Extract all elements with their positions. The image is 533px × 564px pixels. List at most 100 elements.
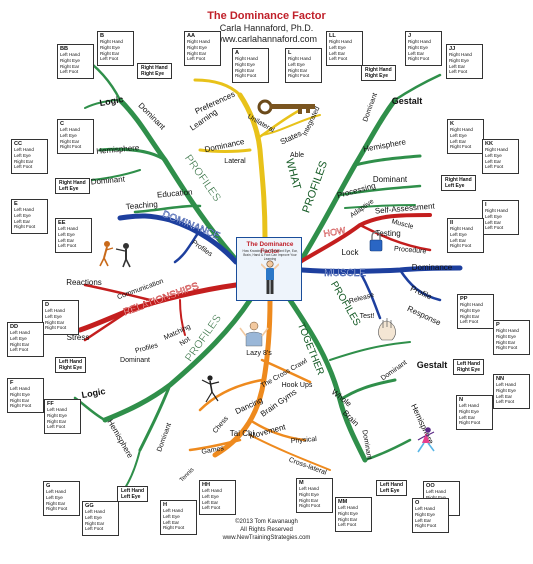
branch-logic-sub [84, 99, 121, 109]
profile-line: Left Hand [45, 308, 65, 314]
label-hook-ups: Hook Ups [282, 382, 313, 389]
profile-line: Left Foot [47, 424, 66, 430]
hand-eye-line: Right Eye [457, 367, 481, 374]
branch-integrated [261, 114, 321, 136]
profile-line: Left Ear [450, 138, 467, 144]
profile-line: Right Eye [47, 413, 67, 418]
profile-code: D [45, 302, 50, 308]
label-dominant: Dominant [156, 422, 173, 453]
profile-line: Left Eye [485, 214, 502, 219]
profile-line: Right Foot [408, 56, 430, 62]
profile-line: Left Eye [450, 232, 467, 237]
branch-how [298, 213, 432, 264]
profile-line: Right Foot [14, 224, 36, 230]
profile-line: Right Eye [100, 45, 120, 50]
profile-line: Left Hand [46, 489, 66, 495]
profile-line: Left Hand [415, 506, 435, 512]
profile-code: C [60, 121, 65, 127]
branch-hemisphere-bottom-left [138, 383, 172, 452]
label-dominant: Dominant [90, 174, 126, 186]
label-dominance: Dominance [412, 263, 453, 272]
profile-code: II [450, 220, 454, 226]
profile-line: Right Hand [187, 39, 210, 45]
profile-code: P [496, 322, 500, 328]
branch-cross-lateral [249, 434, 331, 471]
hand-eye-line: Right Eye [365, 73, 389, 80]
profile-code: HH [202, 482, 211, 488]
branch-profile-muscle [398, 268, 442, 302]
profile-line: Left Foot [485, 225, 504, 231]
profile-line: Left Eye [329, 45, 346, 50]
hand-eye-line: Right Hand [141, 65, 168, 71]
profile-line: Left Hand [10, 386, 30, 392]
branch-dancing [198, 378, 264, 412]
profile-code: OO [426, 483, 435, 489]
profile-line: Right Foot [60, 144, 82, 150]
profile-line: Left Foot [187, 56, 206, 62]
profile-line: Right Ear [10, 341, 30, 347]
profile-line: Right Hand [485, 147, 508, 153]
profile-line: Left Hand [14, 207, 34, 213]
profile-code: LL [329, 33, 336, 39]
profile-code: N [459, 397, 464, 403]
profile-line: Left Hand [426, 489, 446, 495]
profile-line: Left Eye [45, 314, 62, 319]
label-gestalt: Gestalt [417, 360, 448, 370]
profile-line: Right Foot [45, 325, 67, 331]
branch-dominant-left [91, 169, 141, 181]
author-name: Carla Hannaford, Ph.D. [219, 23, 314, 33]
profile-code: BB [60, 46, 69, 52]
profile-line: Left Foot [329, 56, 348, 62]
profile-line: Right Eye [299, 492, 319, 497]
label-profiles: PROFILES [300, 159, 330, 214]
branch-procedure [358, 223, 432, 252]
profile-line: Right Ear [338, 516, 358, 522]
profile-line: Left Ear [329, 50, 346, 56]
hand-eye-line: Right Eye [59, 365, 83, 372]
profile-line: Right Foot [10, 403, 32, 409]
hand-eye-line: Right Eye [141, 71, 165, 78]
branch-release [358, 270, 382, 320]
branch-matching [179, 299, 186, 336]
profile-code: MM [338, 499, 348, 505]
padlock-icon [369, 231, 383, 252]
profile-code: A [235, 50, 240, 56]
profile-line: Left Eye [450, 133, 467, 138]
profile-line: Left Ear [496, 393, 513, 399]
branch-dominance [117, 213, 239, 265]
label-dominant: Dominant [362, 92, 379, 123]
profile-line: Right Eye [60, 58, 80, 63]
branch-top-left-profiles [117, 97, 241, 265]
profile-line: Right Ear [460, 313, 480, 319]
center-title: The Dominance Factor [246, 241, 294, 255]
profile-line: Right Eye [338, 511, 358, 516]
label-testing: Testing [375, 229, 400, 238]
profile-line: Left Hand [202, 488, 222, 494]
profile-line: Right Eye [449, 58, 469, 63]
profile-code: B [100, 33, 105, 39]
profile-code: FF [47, 401, 54, 407]
runner-icon [417, 427, 435, 453]
label-test: Test! [360, 313, 375, 320]
profile-line: Right Ear [45, 319, 65, 325]
profile-line: Left Foot [100, 56, 119, 62]
label-education: Education [157, 187, 193, 199]
label-brain-gyms: Brain Gyms [259, 387, 298, 418]
branch-self-assessment [344, 204, 416, 209]
label-lazy-eights: Lazy 8's [246, 350, 272, 357]
branch-hemisphere-top-left [98, 147, 167, 162]
profile-line: Right Hand [496, 328, 519, 334]
profile-code: E [14, 201, 18, 207]
center-image: The Dominance Factor How Knowing Your Do… [236, 237, 302, 301]
profile-line: Right Ear [100, 50, 120, 56]
dancer-icon [201, 375, 220, 403]
